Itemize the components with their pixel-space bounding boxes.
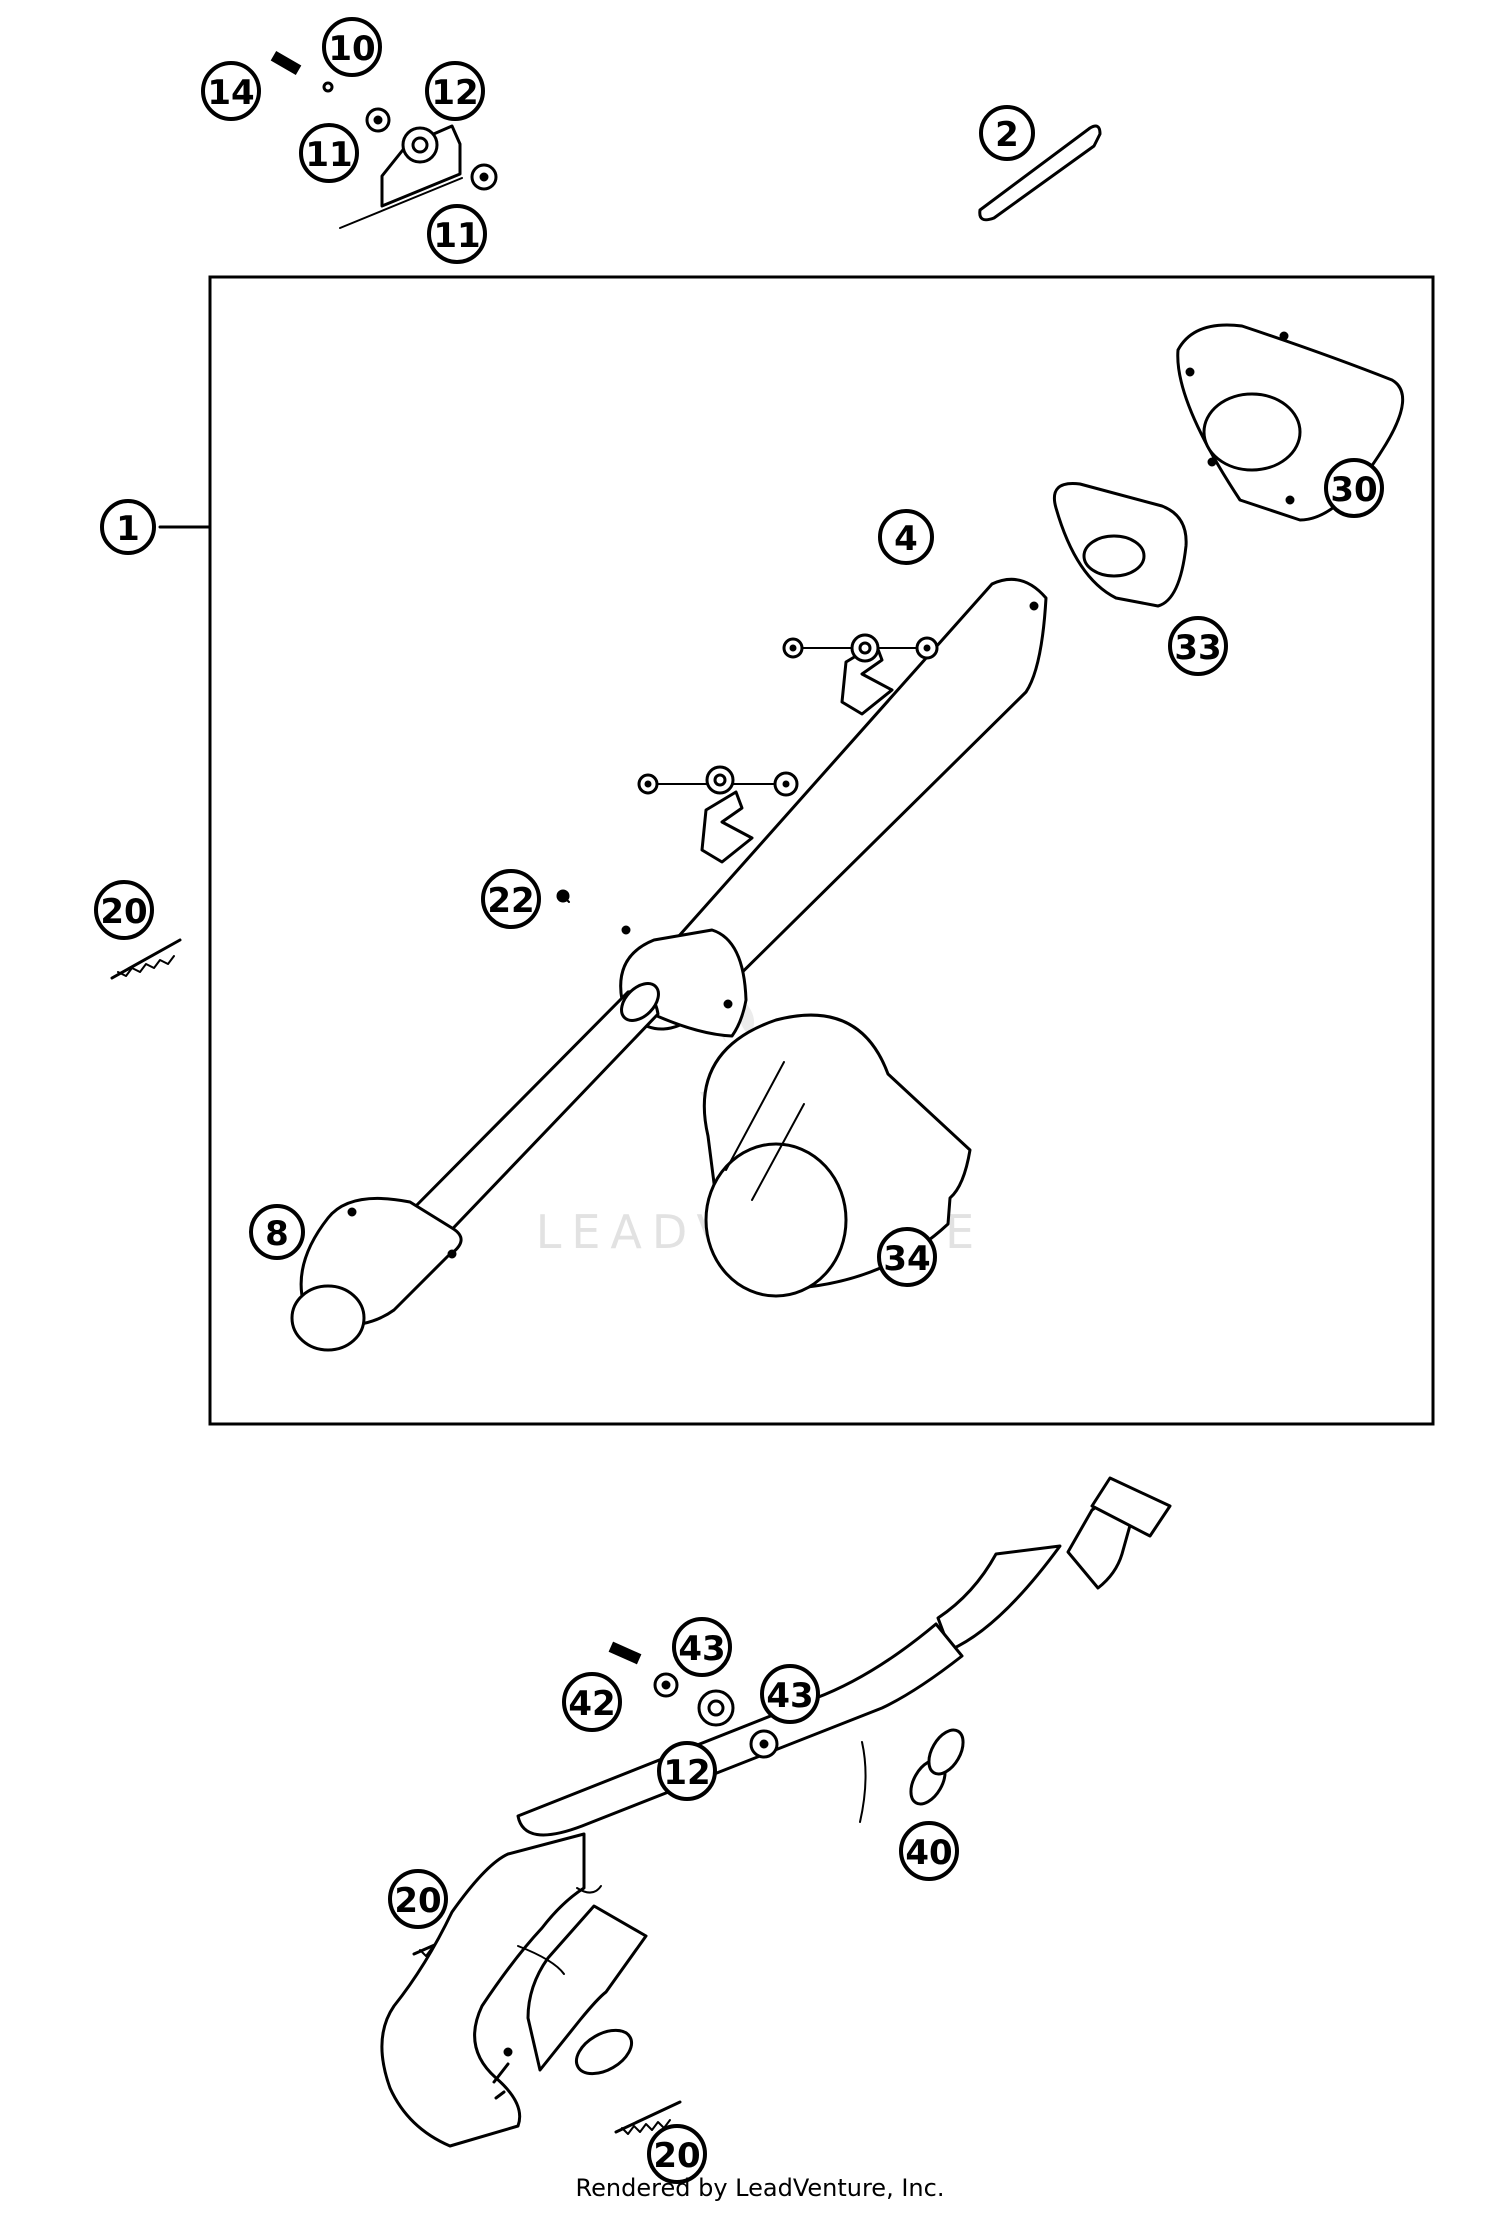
svg-text:14: 14 xyxy=(207,73,254,113)
svg-text:43: 43 xyxy=(678,1629,725,1669)
svg-text:11: 11 xyxy=(433,216,480,256)
svg-text:34: 34 xyxy=(883,1239,930,1279)
svg-text:43: 43 xyxy=(766,1676,813,1716)
svg-text:20: 20 xyxy=(394,1881,441,1921)
svg-text:22: 22 xyxy=(487,881,534,921)
callout-12-upper: 12 xyxy=(425,61,485,121)
callout-1: 1 xyxy=(100,499,156,555)
callout-11-lower: 11 xyxy=(427,204,487,264)
rivet xyxy=(556,889,570,903)
callout-10: 10 xyxy=(322,17,382,77)
spring-3 xyxy=(614,2100,682,2135)
callout-8: 8 xyxy=(249,1204,305,1260)
silencer-body xyxy=(619,577,1048,1038)
callout-43-upper: 43 xyxy=(672,1617,732,1677)
assembly-box xyxy=(208,275,1435,1426)
svg-text:33: 33 xyxy=(1174,628,1221,668)
callout-22: 22 xyxy=(481,869,541,929)
svg-text:20: 20 xyxy=(100,892,147,932)
svg-text:4: 4 xyxy=(894,519,918,559)
svg-text:10: 10 xyxy=(328,29,375,69)
end-cap-gasket xyxy=(1053,482,1188,608)
callout-20-bottom: 20 xyxy=(647,2124,707,2184)
callout-43-right: 43 xyxy=(760,1664,820,1724)
callout-42: 42 xyxy=(562,1672,622,1732)
callout-14: 14 xyxy=(201,61,261,121)
callout-11-upper: 11 xyxy=(299,123,359,183)
callout-34: 34 xyxy=(877,1227,937,1287)
rear-bracket-assembly xyxy=(270,50,498,229)
svg-text:11: 11 xyxy=(305,135,352,175)
header-pipe xyxy=(380,1476,1172,2148)
callout-12-lower: 12 xyxy=(657,1741,717,1801)
callout-30: 30 xyxy=(1324,458,1384,518)
callout-4: 4 xyxy=(878,509,934,565)
header-bolt-set xyxy=(608,1641,779,1759)
svg-text:12: 12 xyxy=(431,73,478,113)
heat-shield-strip xyxy=(978,124,1102,222)
svg-text:30: 30 xyxy=(1330,470,1377,510)
svg-text:8: 8 xyxy=(265,1214,289,1254)
credit-text: Rendered by LeadVenture, Inc. xyxy=(576,2174,945,2202)
callout-20-left: 20 xyxy=(94,880,154,940)
svg-text:12: 12 xyxy=(663,1753,710,1793)
packing-sleeve xyxy=(702,1013,972,1298)
callout-20-middle: 20 xyxy=(388,1869,448,1929)
inner-pipe xyxy=(290,982,660,1352)
svg-text:1: 1 xyxy=(116,509,140,549)
callout-2: 2 xyxy=(979,105,1035,161)
callouts: 1 2 4 8 10 11 11 12 14 20 20 20 22 30 33… xyxy=(94,17,1384,2184)
svg-text:40: 40 xyxy=(905,1833,952,1873)
svg-text:20: 20 xyxy=(653,2136,700,2176)
spring-1 xyxy=(110,938,182,980)
callout-33: 33 xyxy=(1168,616,1228,676)
callout-40: 40 xyxy=(899,1821,959,1881)
svg-text:42: 42 xyxy=(568,1684,615,1724)
svg-text:2: 2 xyxy=(995,115,1019,155)
